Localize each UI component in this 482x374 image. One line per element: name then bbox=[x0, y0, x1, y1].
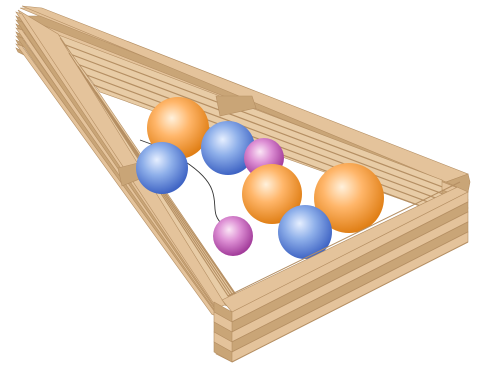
ball-blue-2 bbox=[136, 142, 188, 194]
ball-purple-8 bbox=[213, 216, 253, 256]
